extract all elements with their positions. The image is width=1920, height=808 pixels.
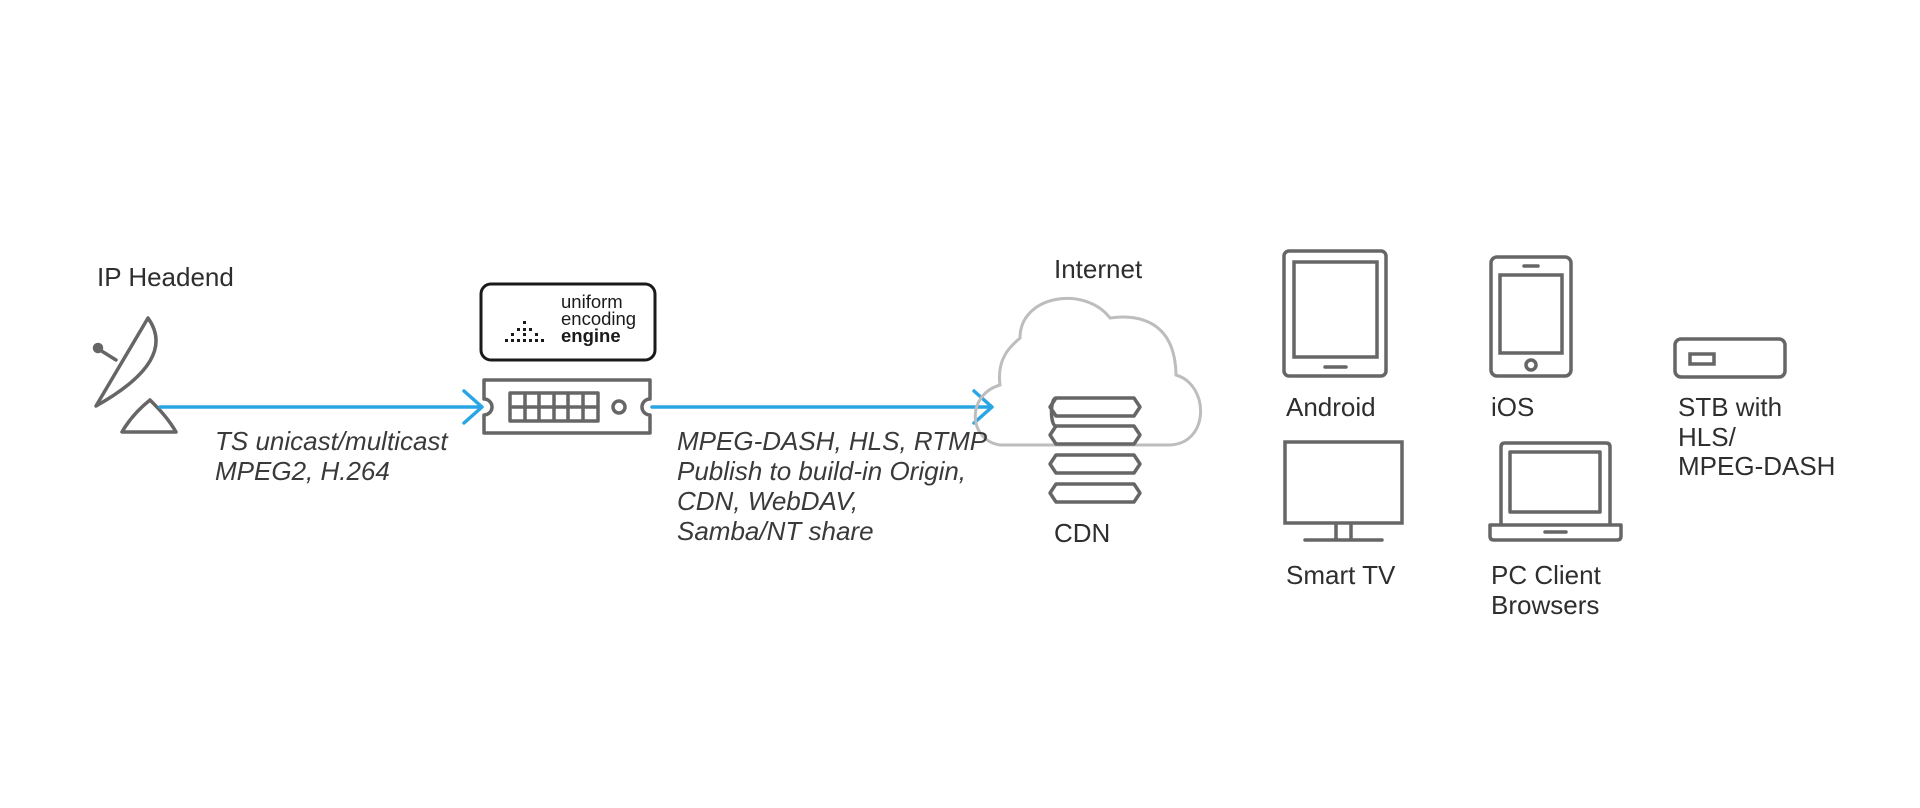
satellite-dish-icon — [92, 316, 178, 434]
logo-dots-icon — [505, 321, 544, 342]
encoder-appliance-icon — [482, 378, 652, 435]
logo-text-uniform: uniform — [561, 291, 623, 312]
link-out-line-3: CDN, WebDAV, — [677, 486, 859, 516]
pc-label-line-1: PC Client — [1491, 560, 1601, 590]
tv-icon — [1283, 440, 1404, 542]
android-label: Android — [1286, 392, 1376, 422]
internet-label: Internet — [1054, 254, 1143, 284]
uee-logo — [479, 282, 657, 362]
link-in-line-1: TS unicast/multicast — [215, 426, 448, 456]
connector-arrow-in — [158, 389, 484, 425]
set-top-box-icon — [1673, 337, 1787, 379]
stb-label-line-1: STB with — [1678, 392, 1783, 422]
logo-text-encoding: encoding — [561, 308, 637, 329]
link-out-line-2: Publish to build-in Origin, — [677, 456, 967, 486]
ios-label: iOS — [1491, 392, 1535, 422]
server-stack-icon — [1048, 396, 1142, 504]
smartphone-icon — [1489, 255, 1573, 378]
stb-label-line-2: HLS/ — [1678, 422, 1736, 452]
logo-text-engine: engine — [561, 325, 621, 346]
pc-label-line-2: Browsers — [1491, 590, 1600, 620]
link-out-line-1: MPEG-DASH, HLS, RTMP — [677, 426, 988, 456]
cloud-icon — [973, 296, 1202, 447]
link-in-line-2: MPEG2, H.264 — [215, 456, 390, 486]
link-out-line-4: Samba/NT share — [677, 516, 874, 546]
cdn-label: CDN — [1054, 518, 1111, 548]
connector-arrow-out — [650, 389, 994, 425]
ip-headend-label: IP Headend — [97, 262, 234, 292]
tablet-icon — [1282, 249, 1388, 378]
laptop-icon — [1488, 441, 1623, 542]
stb-label-line-3: MPEG-DASH — [1678, 451, 1836, 481]
smart-tv-label: Smart TV — [1286, 560, 1396, 590]
